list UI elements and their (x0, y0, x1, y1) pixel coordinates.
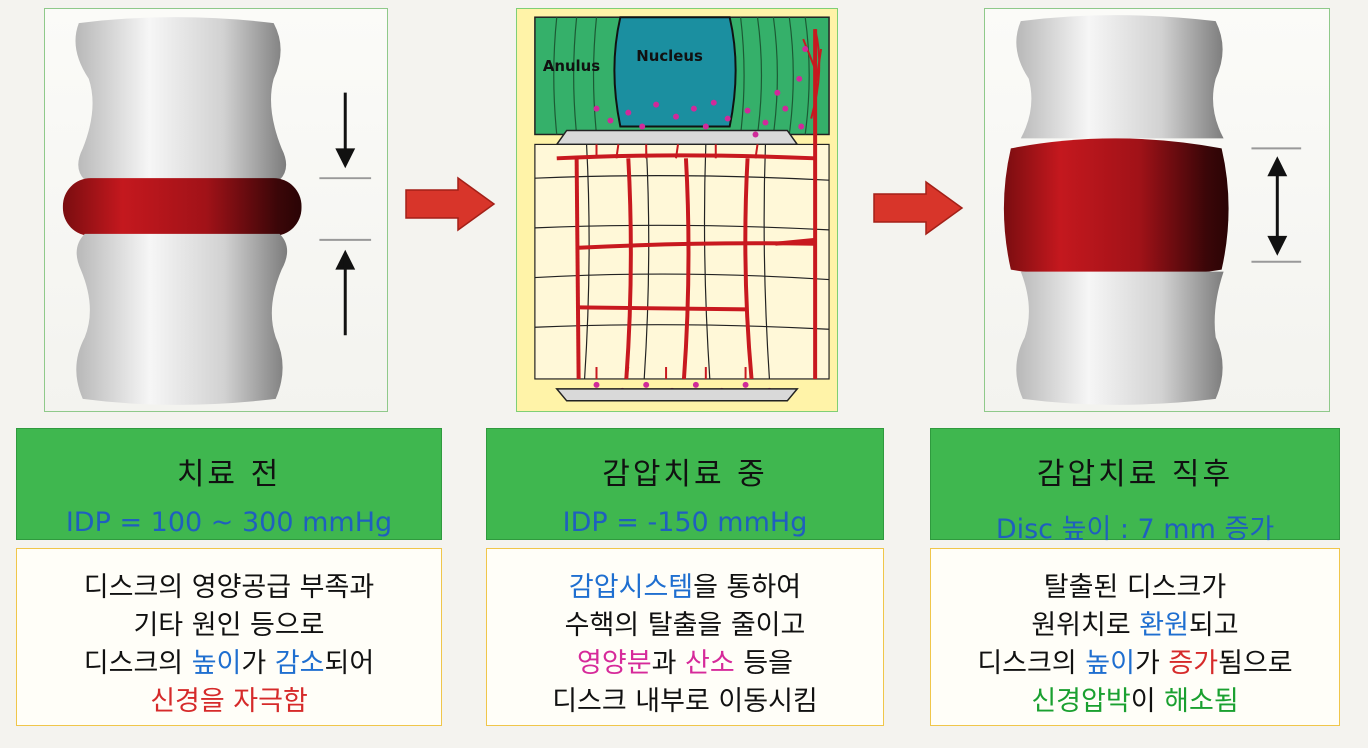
right-arrow-icon (405, 176, 496, 232)
nucleus-region (613, 16, 737, 128)
panel-title: 감압치료 중 (602, 457, 768, 492)
panel-subtitle: Disc 높이 : 7 mm 증가 (995, 514, 1275, 545)
description-text: 높이 (1085, 648, 1135, 679)
description-text: 감압시스템 (568, 572, 694, 603)
lower-vertebra (1016, 271, 1224, 405)
compressed-disc (62, 178, 302, 236)
description-line: 탈출된 디스크가 (931, 569, 1339, 607)
during-treatment-image: Anulus Nucleus (516, 8, 838, 412)
after-treatment-header: 감압치료 직후 Disc 높이 : 7 mm 증가 (930, 428, 1340, 545)
double-arrow-icon (1251, 147, 1302, 263)
description-text: 디스크의 영양공급 부족과 (83, 572, 375, 603)
description-text: 되고 (1188, 610, 1239, 641)
panel-title: 감압치료 직후 (1036, 457, 1234, 492)
before-treatment-image (44, 8, 388, 412)
description-text: 되어 (324, 648, 375, 679)
description-text: 신경을 자극함 (150, 686, 308, 717)
panel-subtitle: IDP = -150 mmHg (562, 507, 808, 538)
description-text: 디스크의 (83, 648, 192, 679)
upper-vertebra (1016, 15, 1224, 139)
description-line: 디스크의 영양공급 부족과 (17, 569, 441, 607)
description-line: 감압시스템을 통하여 (487, 569, 883, 607)
description-text: 가 (1134, 648, 1169, 679)
during-treatment-header: 감압치료 중 IDP = -150 mmHg (486, 428, 884, 540)
description-line: 수핵의 탈출을 줄이고 (487, 607, 883, 645)
description-text: 가 (241, 648, 275, 679)
description-line: 기타 원인 등으로 (17, 607, 441, 645)
description-text: 높이 (191, 648, 242, 679)
description-line: 원위치로 환원되고 (931, 607, 1339, 645)
upper-endplate (555, 129, 799, 146)
compressed-disc-illustration (62, 17, 372, 405)
restored-disc-illustration (1003, 15, 1302, 405)
anulus-label: Anulus (543, 57, 600, 75)
after-treatment-image (984, 8, 1330, 412)
description-text: 증가 (1168, 648, 1219, 679)
compress-arrows-icon (319, 92, 372, 336)
description-text: 수핵의 탈출을 줄이고 (564, 610, 806, 641)
description-text: 탈출된 디스크가 (1043, 572, 1227, 603)
description-text: 원위치로 (1031, 610, 1140, 641)
description-text: 됨으로 (1218, 648, 1293, 679)
description-text: 과 (651, 648, 685, 679)
vertebral-body (534, 143, 830, 380)
description-text: 등을 (734, 648, 793, 679)
disc-cross-section-diagram: Anulus Nucleus (534, 16, 830, 402)
upper-vertebra (75, 17, 287, 181)
description-text: 해소됨 (1164, 686, 1239, 717)
description-text: 기타 원인 등으로 (133, 610, 325, 641)
description-text: 디스크 내부로 이동시킴 (552, 686, 818, 717)
description-text: 환원 (1139, 610, 1189, 641)
description-line: 신경압박이 해소됨 (931, 683, 1339, 721)
panel-subtitle: IDP = 100 ~ 300 mmHg (65, 507, 393, 538)
description-line: 신경을 자극함 (17, 683, 441, 721)
description-text: 디스크의 (977, 648, 1086, 679)
description-text: 감소 (274, 648, 325, 679)
lower-endplate (555, 388, 799, 402)
nucleus-label: Nucleus (636, 47, 703, 65)
description-line: 디스크 내부로 이동시킴 (487, 683, 883, 721)
lower-vertebra (76, 233, 288, 405)
description-line: 디스크의 높이가 감소되어 (17, 645, 441, 683)
description-text: 산소 (685, 648, 735, 679)
panel-title: 치료 전 (176, 457, 282, 492)
description-line: 디스크의 높이가 증가됨으로 (931, 645, 1339, 683)
description-text: 영양분 (577, 648, 652, 679)
description-text: 이 (1130, 686, 1165, 717)
right-arrow-icon (873, 180, 964, 236)
description-line: 영양분과 산소 등을 (487, 645, 883, 683)
restored-disc (1003, 138, 1229, 279)
description-text: 을 통하여 (693, 572, 802, 603)
description-text: 신경압박 (1031, 686, 1131, 717)
before-treatment-header: 치료 전 IDP = 100 ~ 300 mmHg (16, 428, 442, 540)
